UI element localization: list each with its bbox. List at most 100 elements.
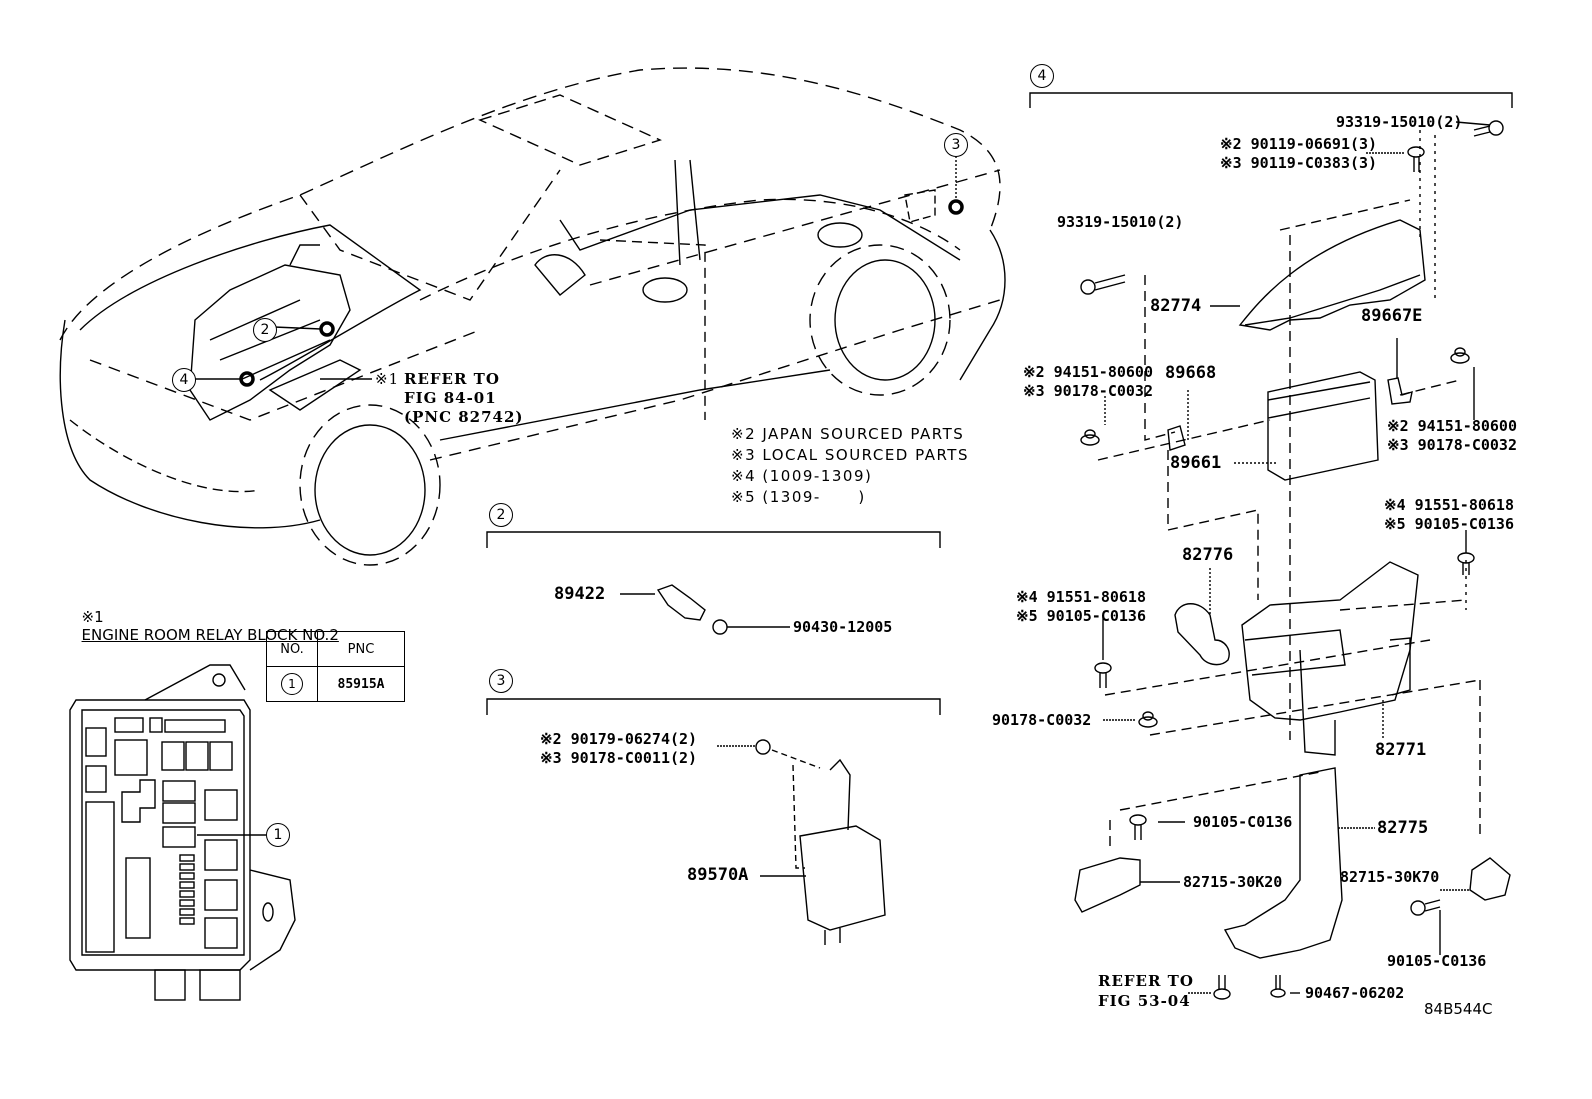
car-roof-outline [59, 67, 1001, 341]
part-label-82776[interactable]: 82776 [1182, 545, 1234, 565]
part-label-89661[interactable]: 89661 [1170, 453, 1222, 473]
header-pnc: PNC [317, 631, 405, 667]
part-label-91551-80618-mid[interactable]: ※4 91551-80618 [1016, 588, 1146, 606]
car-windshield [299, 169, 561, 301]
section4-parts [1074, 120, 1511, 1000]
refer-line3: (PNC 82742) [404, 408, 524, 426]
row-pnc[interactable]: 85915A [317, 666, 405, 702]
car-hood [79, 224, 422, 381]
refer-53-line2[interactable]: FIG 53-04 [1098, 992, 1191, 1010]
part-82774-cover [1238, 219, 1426, 331]
gasket-90430 [712, 619, 728, 635]
car-sunroof [478, 94, 662, 166]
car-bpillar [674, 159, 701, 266]
car-beltline [589, 169, 1001, 286]
bolt-93319-left [1080, 274, 1126, 295]
nut-94151-right [1450, 347, 1470, 364]
part-label-89422[interactable]: 89422 [554, 584, 606, 604]
module-89570A [799, 825, 886, 931]
part-89661-ecu [1267, 371, 1379, 481]
part-label-90178-C0011[interactable]: ※3 90178-C0011(2) [540, 749, 698, 767]
front-wheel [299, 404, 441, 566]
section2-bracket [486, 531, 941, 635]
car-sill-line [439, 369, 831, 441]
note-period-5: ※5 (1309- ) [731, 488, 866, 506]
part-label-82715-30K20[interactable]: 82715-30K20 [1183, 873, 1283, 891]
bolt-90105-lower [1129, 814, 1147, 840]
part-label-82775[interactable]: 82775 [1377, 818, 1429, 838]
relay-block-harness [268, 359, 362, 411]
screw-90119 [1407, 146, 1425, 172]
part-label-90178-C0032-bottom[interactable]: 90178-C0032 [992, 711, 1092, 729]
location-marker-3 [948, 199, 964, 215]
part-label-90178-C0032-right[interactable]: ※3 90178-C0032 [1387, 436, 1517, 454]
refer-mark: ※1 [375, 370, 400, 388]
pnc-table-header: NO. PNC [266, 631, 405, 667]
part-label-82771[interactable]: 82771 [1375, 740, 1427, 760]
refer-line2[interactable]: FIG 84-01 [404, 389, 497, 407]
relay-block-drawing [69, 664, 296, 1001]
part-82776-duct [1174, 603, 1230, 666]
car-side-upper [419, 198, 961, 301]
figure-id: 84B544C [1424, 1000, 1493, 1018]
car-front-lower [69, 419, 261, 493]
part-label-90430-12005[interactable]: 90430-12005 [793, 618, 893, 636]
car-window-line [559, 194, 961, 261]
nut-94151-left [1080, 429, 1100, 446]
car-door-line [599, 239, 706, 420]
table-row: 1 85915A [266, 666, 405, 702]
bolt-91551-right [1457, 552, 1475, 575]
callout-3-overview: 3 [944, 133, 968, 157]
engine-detail [209, 244, 331, 381]
car-hood-dash [89, 329, 481, 421]
door-handle-front [642, 277, 688, 303]
part-82715-30K20 [1074, 857, 1141, 913]
part-label-90119-C0383[interactable]: ※3 90119-C0383(3) [1220, 154, 1378, 172]
part-label-91551-80618-right[interactable]: ※4 91551-80618 [1384, 496, 1514, 514]
section2-number: 2 [489, 503, 513, 527]
bolt-90105-lower-right [1410, 899, 1441, 916]
part-label-94151-80600-left[interactable]: ※2 94151-80600 [1023, 363, 1153, 381]
side-mirror [534, 254, 586, 296]
part-89667E [1387, 377, 1413, 405]
part-label-90119-06691[interactable]: ※2 90119-06691(3) [1220, 135, 1378, 153]
note-japan-sourced: ※2 JAPAN SOURCED PARTS [731, 425, 965, 443]
part-label-90105-C0136-mid[interactable]: ※5 90105-C0136 [1016, 607, 1146, 625]
fuel-door [904, 189, 936, 223]
part-82775-duct [1223, 767, 1343, 959]
rear-wheel-inner [834, 259, 936, 381]
part-82715-30K70 [1469, 857, 1511, 901]
rear-wheel [809, 244, 951, 396]
nut-90179 [755, 739, 771, 755]
part-label-90467-06202[interactable]: 90467-06202 [1305, 984, 1405, 1002]
door-handle-rear [817, 222, 863, 248]
part-label-89668[interactable]: 89668 [1165, 363, 1217, 383]
part-label-90179-06274[interactable]: ※2 90179-06274(2) [540, 730, 698, 748]
part-label-89570A[interactable]: 89570A [687, 865, 749, 885]
part-label-82774[interactable]: 82774 [1150, 296, 1202, 316]
car-overview [59, 67, 1006, 566]
part-89668 [1167, 425, 1186, 451]
part-label-90105-C0136-lower-right[interactable]: 90105-C0136 [1387, 952, 1487, 970]
front-wheel-inner [314, 424, 426, 556]
engine-block [189, 264, 351, 421]
part-label-93319-15010-top[interactable]: 93319-15010(2) [1336, 113, 1463, 131]
section4-bracket [1029, 92, 1513, 108]
part-label-89667E[interactable]: 89667E [1361, 306, 1423, 326]
refer-line1: REFER TO [404, 370, 500, 388]
callout-4-overview: 4 [172, 368, 196, 392]
refer-53-line1: REFER TO [1098, 972, 1194, 990]
relay-callout-1: 1 [266, 823, 290, 847]
relay-title-mark: ※1 [81, 608, 104, 626]
sensor-89422 [656, 584, 706, 621]
row-no: 1 [281, 673, 303, 695]
nut-90178-bottom [1138, 711, 1158, 728]
part-label-82715-30K70[interactable]: 82715-30K70 [1340, 868, 1440, 886]
part-label-94151-80600-right[interactable]: ※2 94151-80600 [1387, 417, 1517, 435]
part-label-90178-C0032-left[interactable]: ※3 90178-C0032 [1023, 382, 1153, 400]
part-label-90105-C0136-lower[interactable]: 90105-C0136 [1193, 813, 1293, 831]
part-label-93319-15010-left[interactable]: 93319-15010(2) [1057, 213, 1184, 231]
header-no: NO. [266, 631, 318, 667]
screw-90467 [1270, 975, 1286, 998]
part-label-90105-C0136-right[interactable]: ※5 90105-C0136 [1384, 515, 1514, 533]
